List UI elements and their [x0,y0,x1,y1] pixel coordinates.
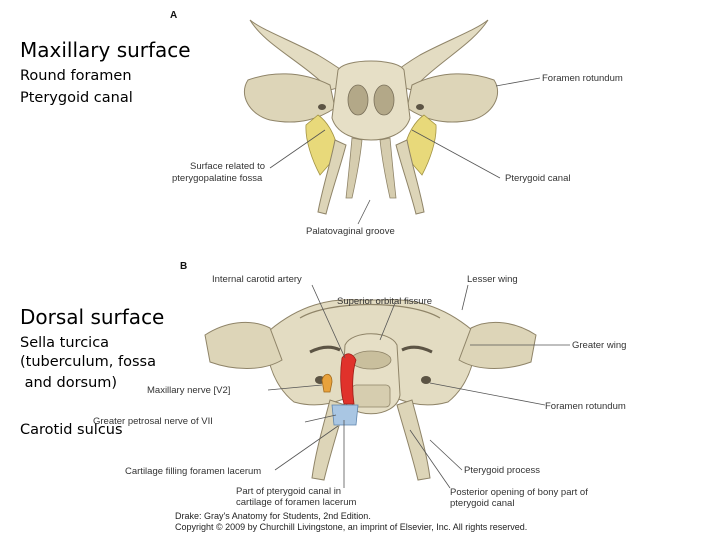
maxillary-nerve [321,373,333,393]
sella-detail-line1: (tuberculum, fossa [20,354,156,370]
label-a-surface-line1: Surface related to [190,161,265,172]
label-b-maxillary-nerve: Maxillary nerve [V2] [147,385,230,396]
cartilage-foramen-lacerum [331,404,359,426]
pterygoid-canal-text: Pterygoid canal [20,90,133,106]
label-b-cartilage: Cartilage filling foramen lacerum [125,466,261,477]
label-b-lesser-wing: Lesser wing [467,274,518,285]
dorsal-surface-heading: Dorsal surface [20,305,165,329]
label-a-surface-line2: pterygopalatine fossa [172,173,263,184]
label-b-posterior-line2: pterygoid canal [450,498,514,509]
label-a-palatovaginal: Palatovaginal groove [306,226,395,237]
credit-line1: Drake: Gray's Anatomy for Students, 2nd … [175,511,371,521]
label-a-foramen-rotundum: Foramen rotundum [542,73,623,84]
label-b-internal-carotid: Internal carotid artery [212,274,302,285]
label-b-superior-orbital: Superior orbital fissure [337,296,432,307]
internal-carotid-artery [340,353,357,405]
label-b-greater-wing: Greater wing [572,340,626,351]
sella-detail-line2: and dorsum) [20,375,118,391]
sphenoid-anterior-illustration [243,19,499,215]
label-b-part-canal-line2: cartilage of foramen lacerum [236,497,356,508]
panel-a-letter: A [170,10,177,21]
sella-turcica-text: Sella turcica [20,335,110,351]
panel-b-letter: B [180,261,187,272]
round-foramen-text: Round foramen [20,68,132,84]
label-b-greater-petrosal: Greater petrosal nerve of VII [93,416,213,427]
label-b-part-canal-line1: Part of pterygoid canal in [236,486,341,497]
credit-line2: Copyright © 2009 by Churchill Livingston… [175,522,527,532]
label-a-pterygoid-canal: Pterygoid canal [505,173,570,184]
carotid-sulcus-text: Carotid sulcus [20,422,123,438]
sphenoid-posterior-illustration [204,299,537,481]
label-b-foramen-rotundum: Foramen rotundum [545,401,626,412]
label-b-pterygoid-process: Pterygoid process [464,465,540,476]
maxillary-surface-heading: Maxillary surface [20,38,191,62]
label-b-posterior-line1: Posterior opening of bony part of [450,487,588,498]
